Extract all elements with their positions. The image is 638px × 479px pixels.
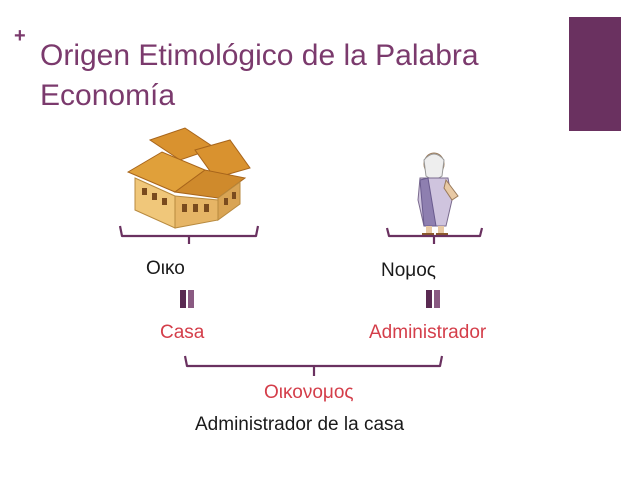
greek-philosopher-illustration [417,152,459,236]
slide-title: Origen Etimológico de la Palabra Economí… [40,39,479,112]
meaning-administrador: Administrador [369,322,487,343]
left-equals-icon [180,290,194,308]
plus-icon: + [14,25,26,47]
house-illustration [126,127,251,229]
meaning-casa: Casa [160,322,205,343]
right-equals-icon [426,290,440,308]
combined-meaning: Administrador de la casa [195,414,405,435]
greek-word-oiko: Οικο [146,258,185,279]
right-bracket [385,227,484,244]
accent-bar [569,17,621,131]
left-bracket [118,225,260,244]
greek-word-oikonomos: Οικονομος [264,382,354,403]
greek-word-nomos: Νομος [381,260,436,281]
bottom-bracket [183,355,444,376]
